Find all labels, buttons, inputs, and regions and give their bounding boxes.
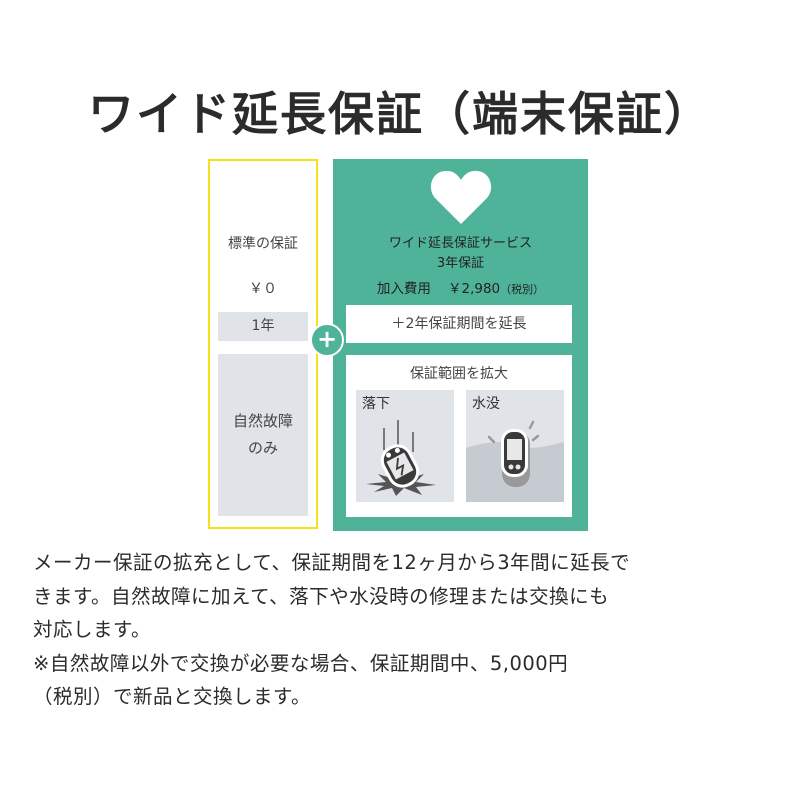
range-title: 保証範囲を拡大	[410, 366, 508, 382]
standard-coverage: 自然故障 のみ	[218, 354, 308, 516]
standard-label: 標準の保証	[228, 236, 298, 252]
water-phone-icon	[466, 420, 564, 502]
description-line: きます。自然故障に加えて、落下や水没時の修理または交換にも	[33, 584, 610, 608]
extended-fee: 加入費用 ￥2,980（税別）	[333, 277, 588, 297]
water-panel: 水没	[466, 390, 564, 502]
description: メーカー保証の拡充として、保証期間を12ヶ月から3年間に延長で きます。自然故障…	[33, 546, 783, 714]
standard-term: 1年	[218, 312, 308, 341]
water-label: 水没	[472, 396, 500, 412]
coverage-line2: のみ	[247, 439, 278, 457]
fee-tax: （税別）	[500, 283, 545, 296]
coverage-range-box: 保証範囲を拡大 落下	[346, 355, 572, 517]
page-title: ワイド延長保証（端末保証）	[88, 87, 712, 141]
fee-value: ￥2,980	[448, 281, 501, 297]
extended-warranty-card: ワイド延長保証サービス 3年保証 加入費用 ￥2,980（税別） ＋2年保証期間…	[333, 159, 588, 531]
description-note: ※自然故障以外で交換が必要な場合、保証期間中、5,000円	[33, 651, 569, 675]
description-line: メーカー保証の拡充として、保証期間を12ヶ月から3年間に延長で	[33, 551, 631, 574]
standard-price: ￥０	[249, 281, 277, 297]
extended-service-name: ワイド延長保証サービス	[388, 236, 532, 251]
standard-warranty-card: 標準の保証 ￥０ 1年 自然故障 のみ	[208, 159, 318, 529]
description-note: （税別）で新品と交換します。	[33, 685, 312, 708]
drop-label: 落下	[362, 396, 390, 412]
description-line: 対応します。	[33, 618, 152, 641]
heart-icon	[430, 170, 492, 224]
extended-term: 3年保証	[436, 256, 485, 271]
coverage-line1: 自然故障	[232, 412, 293, 430]
extend-period-box: ＋2年保証期間を延長	[346, 305, 572, 343]
drop-panel: 落下	[356, 390, 454, 502]
plus-icon: +	[310, 323, 344, 357]
fee-label: 加入費用	[376, 281, 431, 297]
falling-phone-icon	[366, 420, 436, 496]
